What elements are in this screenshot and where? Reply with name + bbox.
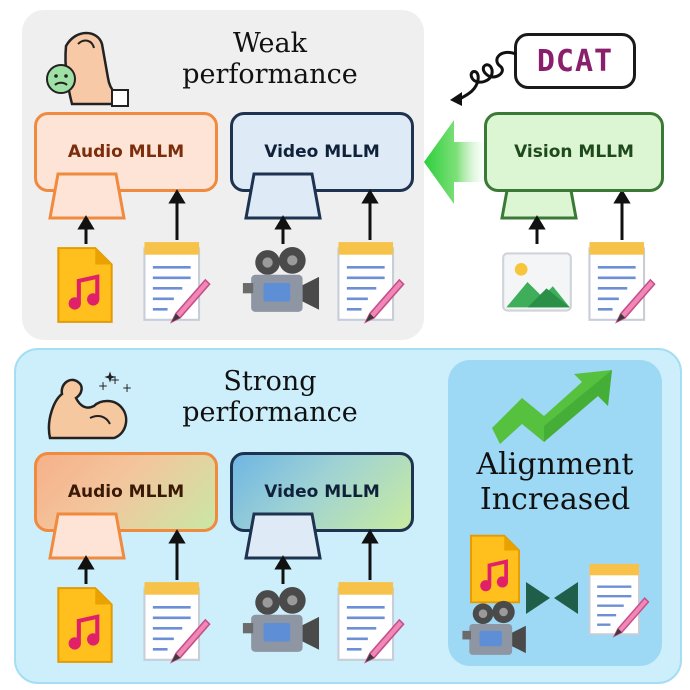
weak-performance-title: Weak performance [160,28,380,90]
strong-title-line1: Strong [223,366,317,397]
vision-mllm-box: Vision MLLM [484,112,664,192]
video-mllm-box-strong: Video MLLM [230,452,414,532]
strong-title-line2: performance [182,397,358,429]
video-encoder-bottom [244,512,322,560]
audio-file-icon [466,532,524,606]
converge-arrows-icon [526,582,578,614]
video-camera-icon [240,586,324,658]
alignment-line2: Increased [479,481,631,517]
trend-up-arrow-icon [492,370,612,444]
svg-text:+: + [110,373,120,387]
weak-title-line1: Weak [233,28,307,59]
document-pen-icon [140,580,214,664]
curly-arrow-icon [450,51,517,106]
svg-text:+: + [122,381,132,395]
transfer-arrow-icon [424,120,490,204]
document-pen-icon [584,562,654,638]
weak-title-line2: performance [182,59,358,91]
strong-performance-title: Strong performance [160,366,380,428]
sad-face-icon [46,64,76,94]
alignment-title: Alignment Increased [452,447,658,517]
alignment-line1: Alignment [476,447,634,482]
document-pen-icon [334,580,408,664]
dcat-label: DCAT [514,33,636,89]
video-encoder-top [244,172,322,220]
audio-encoder-top [48,172,126,220]
audio-file-icon [54,584,116,666]
svg-text:+: + [98,379,108,393]
video-camera-icon [460,600,530,660]
strong-arm-icon: + + + [47,371,132,440]
audio-encoder-bottom [48,512,126,560]
